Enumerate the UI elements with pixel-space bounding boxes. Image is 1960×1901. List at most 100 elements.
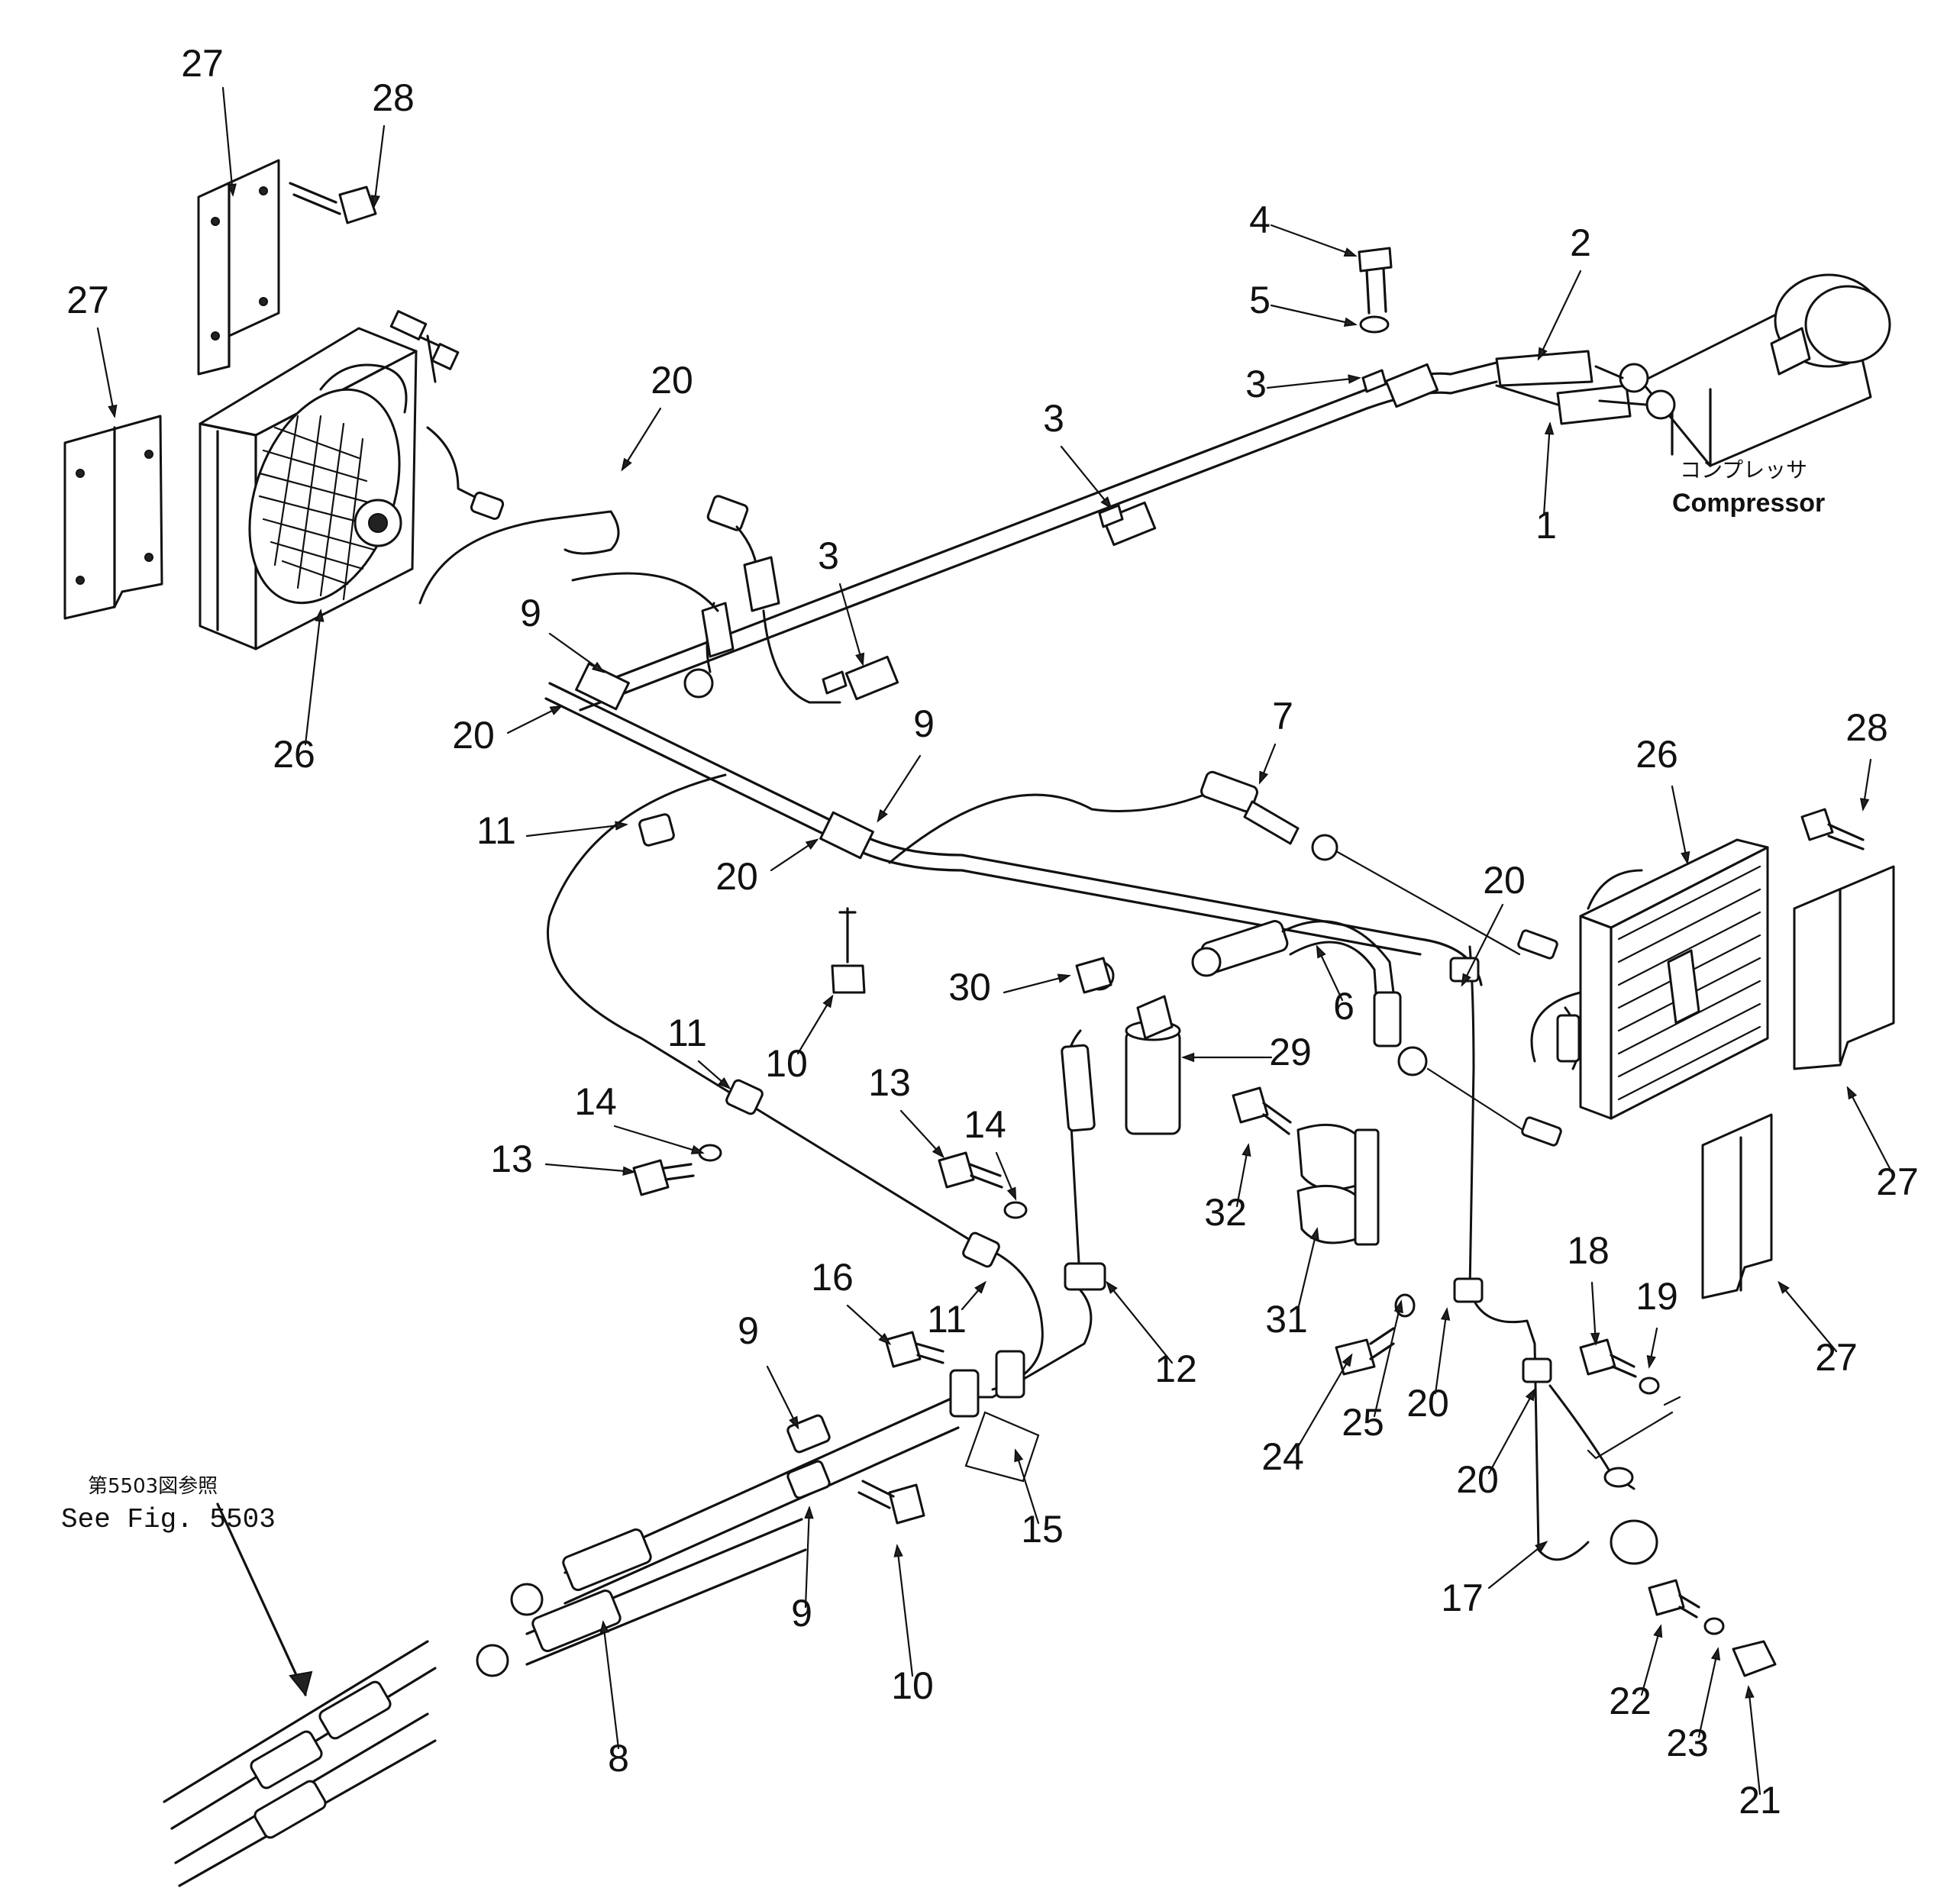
callout-arrowhead-c13a [932,1145,944,1159]
callout-arrowhead-c26b [1681,850,1690,865]
reference-hoses-5503 [163,1502,437,1887]
callout-arrowhead-c27b [108,404,118,418]
callout-number: 22 [1609,1680,1652,1722]
callout-number: 16 [811,1256,854,1299]
callout-arrowhead-c8 [599,1620,609,1634]
callout-leader-c8 [602,1621,620,1750]
callout-arrowhead-c10b [893,1544,903,1557]
callout-leader-c9d [804,1506,811,1609]
wire-harness-20 [1449,945,1681,1565]
callout-number: 13 [868,1061,911,1104]
callout-leader-c27a [221,86,234,196]
callout-number: 20 [452,714,495,757]
callout-leader-c9a [548,632,605,673]
callout-arrowhead-c19 [1646,1354,1656,1369]
callout-number: 5 [1249,279,1271,321]
callout-number: 21 [1739,1779,1781,1822]
callout-number: 6 [1333,985,1355,1028]
callout-leader-c20f [1487,1388,1536,1475]
callout-leader-c28a [373,124,386,208]
callout-arrowhead-c23 [1710,1647,1721,1661]
callout-arrowhead-c11a [615,821,628,831]
callout-leader-c20d [1461,903,1504,986]
compressor-label-en: Compressor [1672,489,1825,518]
callout-leader-c14a [613,1125,704,1154]
bolt-4-washer-5 [1358,247,1393,334]
callout-leader-c17 [1487,1541,1548,1590]
callout-number: 17 [1441,1577,1484,1619]
callout-number: 14 [964,1103,1006,1146]
callout-arrowhead-c26a [315,608,325,622]
callout-number: 1 [1535,504,1557,547]
callout-arrowhead-c32 [1242,1143,1251,1157]
callout-number: 15 [1021,1508,1064,1551]
loose-hardware [289,182,1777,1677]
hoses-8 [476,1350,1040,1677]
callout-arrowhead-c16 [878,1332,892,1345]
callout-number: 13 [490,1138,533,1180]
callout-leader-c31 [1296,1228,1319,1311]
callout-leaders [96,86,1895,1796]
compressor-label-ja: コンプレッサ [1680,457,1807,483]
callout-number: 26 [273,733,315,776]
callout-leader-c26b [1671,785,1689,864]
callout-leader-c21 [1747,1686,1761,1796]
callout-number: 3 [1043,397,1064,440]
callout-arrowhead-c24 [1342,1353,1353,1367]
callout-leader-c4 [1270,224,1357,257]
callout-leader-c10a [796,995,834,1055]
right-condenser-assembly [1517,808,1895,1299]
callout-number: 29 [1269,1031,1312,1073]
see-fig-label-en: See Fig. 5503 [61,1504,276,1535]
callout-arrowhead-c9b [877,808,888,823]
callout-number: 32 [1204,1191,1247,1234]
callout-arrowhead-c11c [974,1280,986,1294]
callout-arrowhead-c3b [1100,496,1112,510]
callout-arrowhead-c22 [1653,1624,1663,1638]
callout-leader-c12 [1106,1281,1174,1364]
callout-number: 23 [1666,1722,1709,1764]
callout-leader-c25 [1373,1300,1403,1418]
callout-leader-c24 [1296,1354,1353,1448]
callout-arrowhead-c11b [718,1076,731,1089]
callout-leader-c23 [1697,1648,1719,1738]
callout-leader-c5 [1270,304,1357,326]
callout-leader-c26a [304,609,322,746]
receiver-drier [949,960,1181,1399]
callout-leader-c30 [1003,974,1070,994]
left-hose-fittings [571,495,841,704]
callout-arrowhead-c30 [1057,973,1071,983]
callout-arrowhead-c25 [1393,1299,1403,1314]
callout-number: 28 [1845,706,1888,749]
hose-6 [1191,920,1536,1139]
callout-arrowhead-c31 [1309,1227,1319,1241]
callout-number: 25 [1342,1401,1384,1444]
callout-number: 31 [1265,1298,1308,1341]
callout-arrowhead-c1 [1544,421,1555,435]
callout-number: 27 [181,42,224,85]
callout-number: 20 [651,359,693,402]
callout-number: 11 [667,1012,707,1054]
callout-leader-c27d [1778,1281,1838,1353]
callout-arrowhead-c6 [1316,944,1326,959]
callout-arrowhead-c5 [1343,317,1358,327]
callout-number: 19 [1635,1275,1678,1318]
callout-number: 30 [948,966,991,1009]
callout-number: 12 [1154,1347,1197,1390]
callout-arrowhead-c27d [1778,1280,1790,1294]
callout-number: 20 [1406,1382,1449,1425]
callout-number: 4 [1249,198,1271,241]
callout-leader-c1 [1542,422,1552,517]
callout-arrowhead-c21 [1745,1685,1755,1699]
left-condenser-assembly [63,159,505,650]
callout-leader-c22 [1640,1625,1662,1696]
callout-arrowhead-c9a [591,661,605,673]
callout-number: 26 [1635,733,1678,776]
callout-leader-c27c [1846,1086,1895,1177]
callout-arrowhead-c2 [1537,347,1548,361]
callout-number: 27 [66,279,109,321]
callout-number: 11 [927,1298,967,1341]
callout-number: 3 [818,534,839,577]
